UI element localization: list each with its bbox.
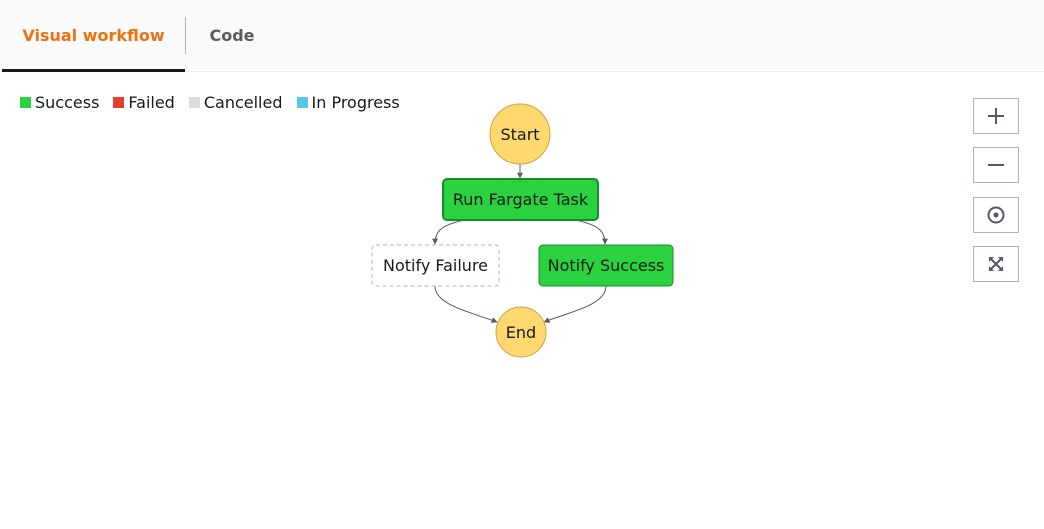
tab-code[interactable]: Code	[209, 26, 255, 45]
tab-divider	[185, 17, 186, 54]
legend-swatch-failed	[113, 96, 125, 108]
node-start[interactable]: Start	[489, 103, 551, 165]
edge-failure-end	[434, 285, 498, 323]
legend-label-failed: Failed	[128, 92, 175, 112]
node-notify-success-label: Notify Success	[548, 256, 665, 275]
node-run-fargate-task[interactable]: Run Fargate Task	[442, 178, 599, 221]
legend-label-success: Success	[35, 92, 100, 112]
edge-run-failure	[432, 219, 466, 245]
tab-visual-workflow[interactable]: Visual workflow	[2, 0, 185, 72]
node-notify-success[interactable]: Notify Success	[538, 244, 674, 287]
node-end[interactable]: End	[495, 306, 547, 358]
node-run-fargate-task-label: Run Fargate Task	[453, 190, 589, 209]
node-start-label: Start	[500, 125, 539, 144]
plus-icon	[988, 108, 1004, 124]
edge-run-success	[574, 219, 608, 245]
center-icon	[987, 206, 1005, 224]
fit-to-screen-icon	[989, 257, 1003, 271]
legend-swatch-success	[20, 96, 31, 108]
legend-item-in-progress: In Progress	[296, 92, 400, 112]
legend-swatch-in-progress	[296, 96, 308, 108]
node-end-label: End	[506, 323, 536, 342]
tab-bar: Visual workflow Code	[0, 0, 1044, 72]
center-view-button[interactable]	[973, 197, 1019, 233]
legend-swatch-cancelled	[188, 96, 200, 108]
legend-label-cancelled: Cancelled	[203, 92, 283, 112]
minus-icon	[988, 164, 1004, 166]
legend-item-success: Success	[20, 93, 99, 112]
legend-item-failed: Failed	[113, 92, 175, 112]
fit-to-screen-button[interactable]	[973, 246, 1019, 282]
node-notify-failure[interactable]: Notify Failure	[371, 244, 500, 287]
edge-success-end	[543, 285, 607, 323]
node-notify-failure-label: Notify Failure	[383, 256, 488, 275]
zoom-in-button[interactable]	[973, 98, 1019, 134]
legend-label-in-progress: In Progress	[311, 92, 400, 112]
zoom-out-button[interactable]	[973, 147, 1019, 183]
status-legend: Success Failed Cancelled In Progress	[20, 92, 414, 112]
legend-item-cancelled: Cancelled	[188, 92, 283, 112]
